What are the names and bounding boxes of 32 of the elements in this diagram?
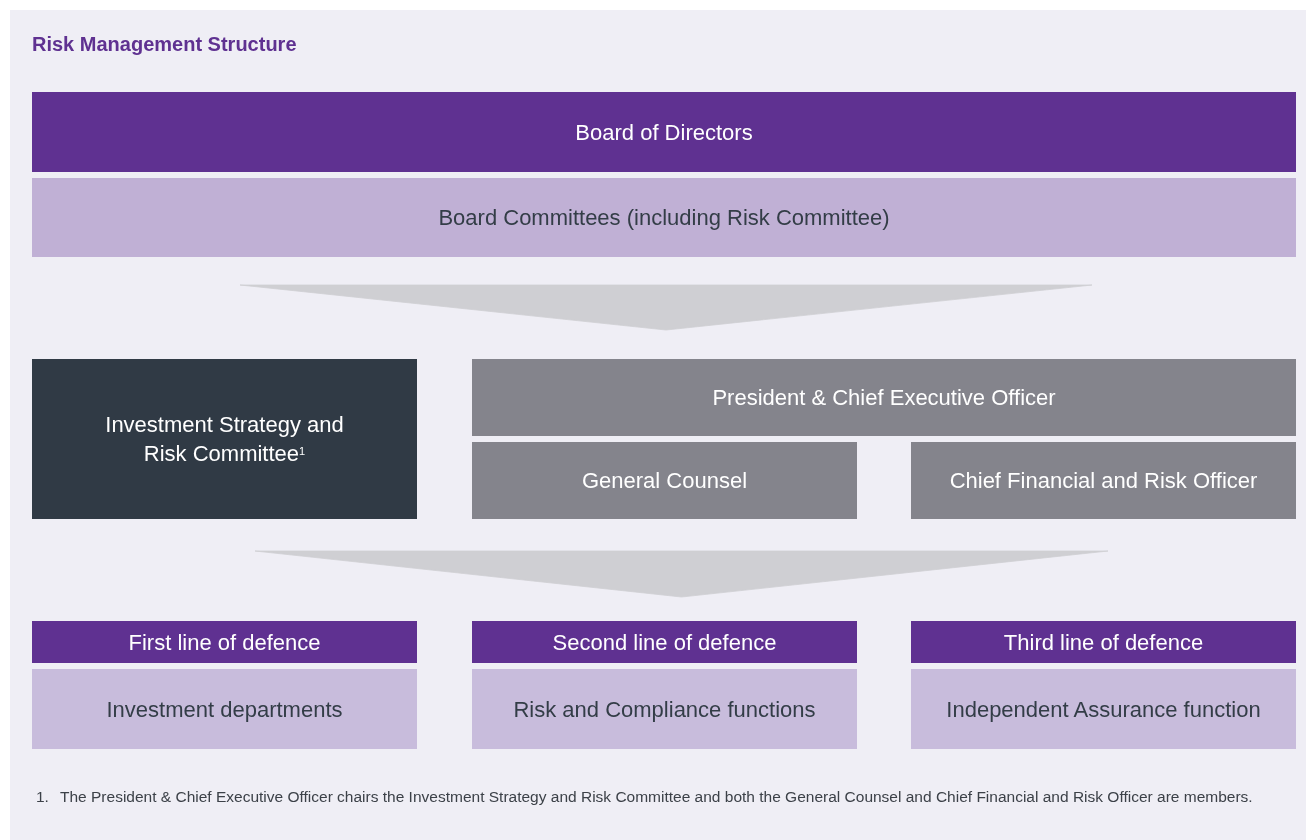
box-label: President & Chief Executive Officer [712,384,1056,412]
role-box [472,442,857,519]
board-bar [32,92,1296,172]
box-label: Investment departments [106,695,343,724]
chevron-arrow [239,284,667,331]
chevron-arrow [665,284,1093,331]
executive-bar [472,359,1296,436]
box-label: Board of Directors [575,118,753,147]
footnote-number: 1. [36,787,50,806]
defence-header [472,621,857,663]
chevron-arrow [254,550,541,583]
function-box [472,669,857,749]
box-label: Risk and Compliance functions [513,695,816,724]
box-label: Chief Financial and Risk Officer [949,467,1258,495]
box-label: Third line of defence [1003,628,1204,657]
box-label: Board Committees (including Risk Committee) [438,204,890,232]
footnote-text: The President & Chief Executive Officer chairs the Investment Strategy and Risk Committee and both the General Counsel and Chief Financial and Risk Officer are members. [60,787,1254,806]
committee-box [32,359,417,519]
function-box [32,669,417,749]
chevron-arrow [824,550,1109,582]
defence-header [911,621,1296,663]
box-label: General Counsel [581,467,748,495]
box-label: Second line of defence [552,628,777,657]
box-label: Independent Assurance function [946,695,1261,724]
function-box [911,669,1296,749]
committee-bar [32,178,1296,257]
role-box [911,442,1296,519]
box-label: Investment Strategy and Risk Committee$^{1}$ [104,411,345,468]
defence-header [32,621,417,663]
diagram-title: Risk Management Structure [32,33,297,56]
chevron-arrow [539,550,826,598]
box-label: First line of defence [128,628,321,657]
